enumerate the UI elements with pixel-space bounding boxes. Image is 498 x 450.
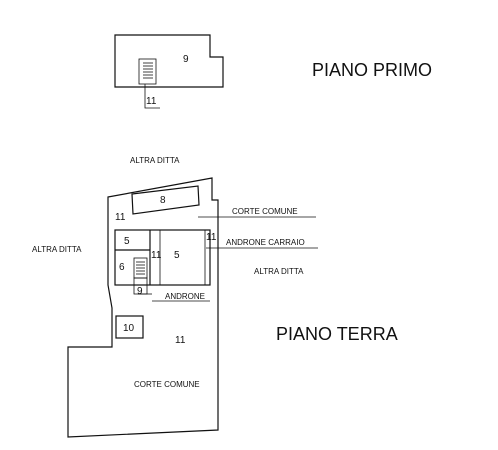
corte-comune-bottom-label: CORTE COMUNE bbox=[134, 380, 200, 389]
upper-stair-icon bbox=[143, 62, 153, 79]
room-11-bottom-label: 11 bbox=[175, 335, 186, 346]
room-8 bbox=[131, 185, 200, 215]
upper-floor-outline bbox=[114, 34, 224, 88]
upper-room-9-label: 9 bbox=[183, 54, 189, 65]
title-piano-terra: PIANO TERRA bbox=[276, 324, 398, 344]
upper-stair-leader bbox=[144, 84, 160, 109]
room-6-label: 6 bbox=[119, 262, 125, 273]
upper-floor-plan: 9 11 bbox=[114, 34, 224, 109]
altra-ditta-top-label: ALTRA DITTA bbox=[130, 156, 180, 165]
altra-ditta-left-label: ALTRA DITTA bbox=[32, 245, 82, 254]
room-11-right-label: 11 bbox=[206, 232, 217, 243]
room-10-label: 10 bbox=[123, 323, 135, 334]
upper-stair-box bbox=[138, 58, 157, 85]
altra-ditta-right-label: ALTRA DITTA bbox=[254, 267, 304, 276]
room-5-right-label: 5 bbox=[174, 250, 180, 261]
room-10 bbox=[115, 315, 144, 339]
central-block bbox=[114, 229, 211, 286]
androne-label: ANDRONE bbox=[165, 292, 205, 301]
room-9-label: 9 bbox=[137, 286, 143, 297]
ground-floor-outline bbox=[67, 177, 219, 438]
title-piano-primo: PIANO PRIMO bbox=[312, 60, 432, 80]
room-5-left-label: 5 bbox=[124, 236, 130, 247]
room-11-corridor-label: 11 bbox=[151, 250, 162, 261]
ground-floor-plan: 8 11 5 5 6 11 11 9 10 11 ALTRA DITTA ALT… bbox=[32, 156, 318, 438]
ground-stair-icon bbox=[136, 261, 145, 275]
room-11-top-label: 11 bbox=[115, 212, 126, 223]
room-8-label: 8 bbox=[160, 195, 166, 206]
androne-carraio-label: ANDRONE CARRAIO bbox=[226, 238, 305, 247]
corte-comune-top-label: CORTE COMUNE bbox=[232, 207, 298, 216]
upper-stair-11-label: 11 bbox=[146, 96, 157, 107]
